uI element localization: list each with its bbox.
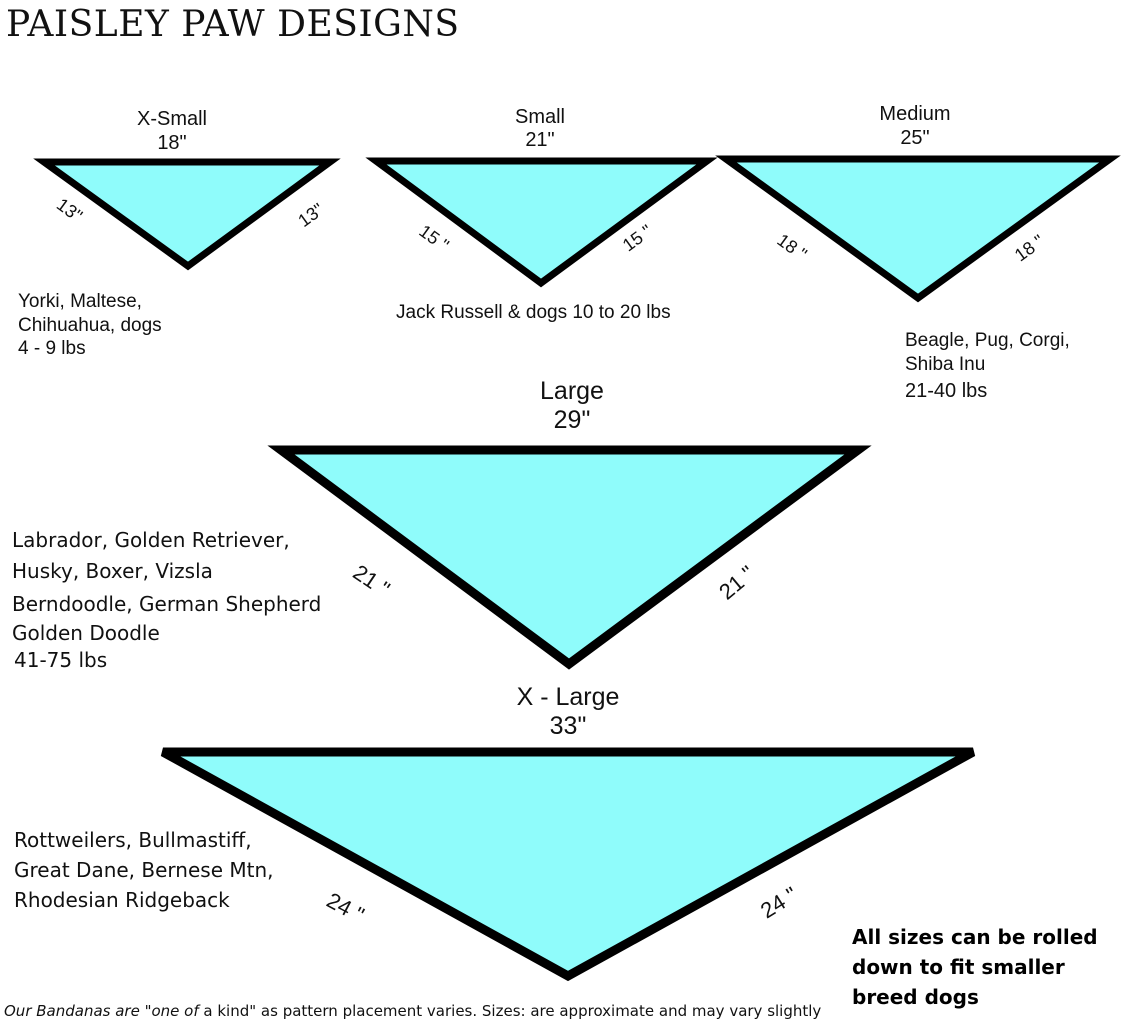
medium-breed-line-1: Beagle, Pug, Corgi, [905,330,1070,351]
bandana-xlarge-shape [160,747,976,982]
note-line-1: All sizes can be rolled [852,925,1098,949]
bandana-large-shape [267,445,872,670]
large-breed-line-3: Berndoodle, German Shepherd [12,592,322,616]
note-line-3: breed dogs [852,985,979,1009]
xsmall-size-name: X-Small [136,108,207,130]
small-breed-line-1: Jack Russell & dogs 10 to 20 lbs [396,302,671,323]
bandana-medium-shape [715,155,1121,303]
bandana-xsmall-shape [33,158,341,271]
xlarge-width-label: 33" [549,712,587,740]
xsmall-breed-line-3: 4 - 9 lbs [18,338,86,359]
xsmall-breed-line-1: Yorki, Maltese, [18,291,142,312]
xlarge-size-name: X - Large [516,683,620,711]
xlarge-breed-line-2: Great Dane, Bernese Mtn, [14,858,274,882]
note-line-2: down to fit smaller [852,955,1065,979]
medium-width-label: 25" [900,127,930,149]
xlarge-breed-line-3: Rhodesian Ridgeback [14,888,230,912]
footer-part-3: a kind" as pattern placement varies. Siz… [198,1002,822,1020]
medium-breed-line-3: 21-40 lbs [905,380,988,402]
bandana-small-shape [365,157,718,288]
footer-part-2: "one of [144,1002,199,1020]
small-size-name: Small [514,106,565,128]
xlarge-breed-line-1: Rottweilers, Bullmastiff, [14,828,252,852]
large-size-name: Large [540,377,604,405]
rolled-down-note: All sizes can be rolled down to fit smal… [852,922,1098,1012]
footer-part-1: Our Bandanas are [4,1002,145,1020]
brand-logo-text: PAISLEY PAW DESIGNS [6,4,460,45]
xsmall-breed-line-2: Chihuahua, dogs [18,315,162,336]
large-breed-line-4: Golden Doodle [12,621,160,645]
large-breed-line-1: Labrador, Golden Retriever, [12,528,290,552]
large-breed-line-5: 41-75 lbs [14,648,108,672]
medium-size-name: Medium [879,103,951,125]
medium-breed-line-2: Shiba Inu [905,354,986,375]
xsmall-width-label: 18" [157,132,187,154]
large-breed-line-2: Husky, Boxer, Vizsla [12,559,213,583]
footer-disclaimer: Our Bandanas are "one of a kind" as patt… [4,1002,821,1020]
small-width-label: 21" [525,129,555,151]
large-width-label: 29" [553,406,591,434]
